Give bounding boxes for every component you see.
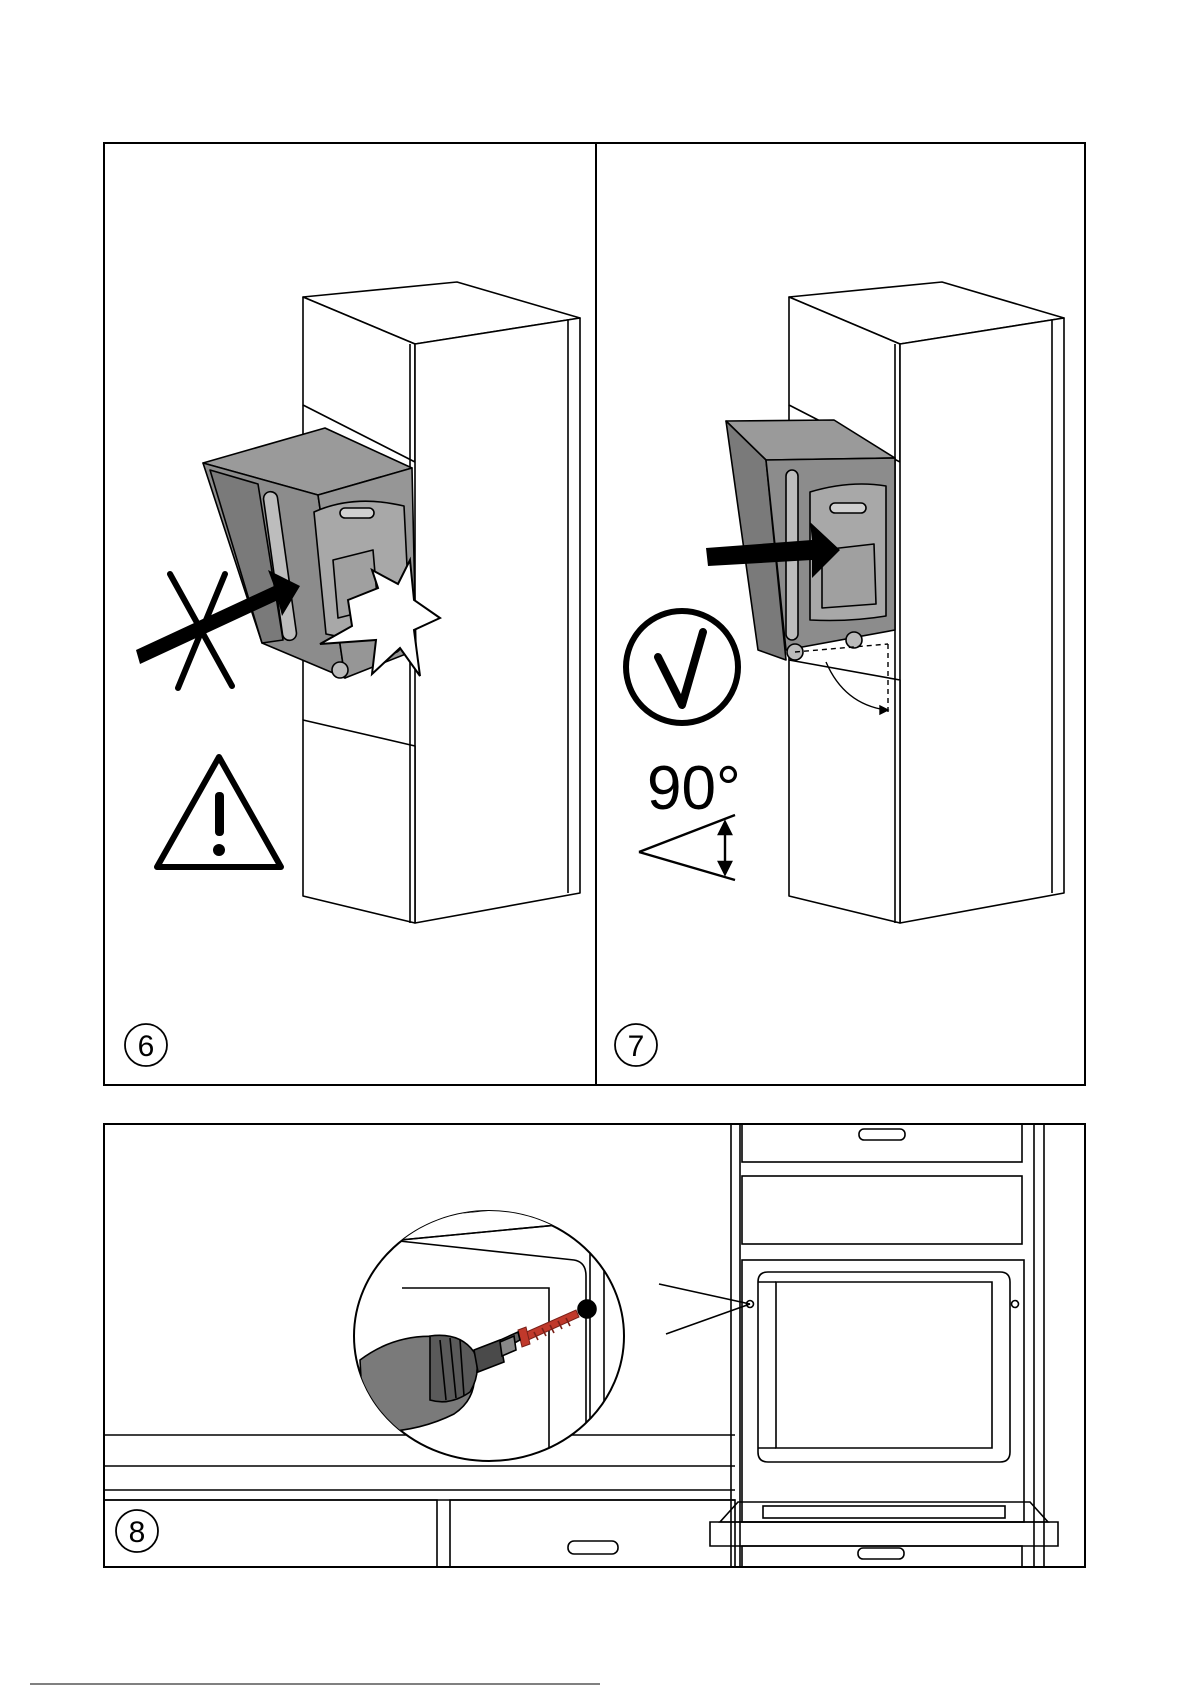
oven-column bbox=[710, 1124, 1058, 1567]
magnifier-callout bbox=[354, 1200, 624, 1470]
step-7-badge: 7 bbox=[615, 1024, 657, 1066]
angle-label: 90° bbox=[647, 754, 741, 823]
step-6-badge: 6 bbox=[125, 1024, 167, 1066]
step-8-label: 8 bbox=[129, 1516, 146, 1549]
lower-cupboards bbox=[104, 1435, 735, 1567]
check-mark-icon bbox=[626, 611, 738, 723]
warning-triangle-icon bbox=[157, 757, 281, 867]
panel-step-6: 6 bbox=[104, 143, 596, 1085]
step-6-label: 6 bbox=[138, 1030, 155, 1063]
angle-indicator-icon bbox=[639, 815, 735, 880]
panel-step-7: 90° 7 bbox=[596, 143, 1085, 1085]
oven-straight bbox=[726, 420, 895, 660]
step-7-label: 7 bbox=[628, 1030, 645, 1063]
step-8-badge: 8 bbox=[116, 1510, 158, 1552]
callout-leaders bbox=[659, 1284, 750, 1334]
panel-step-8: 8 bbox=[104, 1124, 1085, 1567]
